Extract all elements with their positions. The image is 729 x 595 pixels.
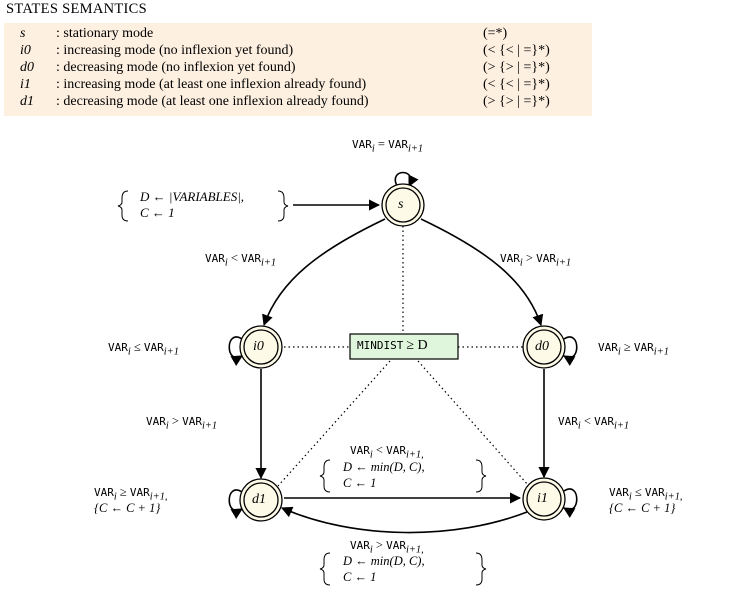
lower-left-brace <box>319 552 331 586</box>
i1-loop-arrow <box>563 488 578 518</box>
s-to-d0-arrow <box>420 218 544 327</box>
label-d1-to-i1-action-1: D ← min(D, C), <box>343 460 425 474</box>
s-to-i0-arrow <box>262 218 386 327</box>
legend-pattern: (< {< | =}*) <box>483 43 550 58</box>
label-i0-to-d1: VARi > VARi+1 <box>146 414 218 432</box>
label-d0-to-i1: VARi < VARi+1 <box>558 414 630 432</box>
init-left-brace <box>117 190 129 222</box>
legend-description: : stationary mode <box>56 26 154 41</box>
label-s-loop: VARi = VARi+1 <box>352 137 424 155</box>
legend-pattern: (=*) <box>483 26 508 41</box>
transition-arrows <box>228 171 578 534</box>
dotted-link-box-d1 <box>277 360 391 487</box>
init-line-2: C ← 1 <box>140 205 175 220</box>
init-line-1: D ← |VARIABLES|, <box>140 189 245 204</box>
legend-symbol: i0 <box>20 43 31 58</box>
d1-loop-arrow <box>228 489 243 519</box>
mindist-box <box>349 333 459 360</box>
state-label-i0: i0 <box>253 339 264 354</box>
legend-description: : increasing mode (at least one inflexio… <box>56 77 367 92</box>
upper-left-brace <box>319 459 331 493</box>
state-d0 <box>522 325 566 369</box>
label-s-to-d0: VARi > VARi+1 <box>500 251 572 269</box>
state-s <box>381 183 425 227</box>
legend-pattern: (< {< | =}*) <box>483 77 550 92</box>
label-d1-loop-action: {C ← C + 1} <box>94 501 161 515</box>
label-d1-loop: VARi ≥ VARi+1, <box>94 485 168 503</box>
legend-description: : increasing mode (no inflexion yet foun… <box>56 43 294 58</box>
state-label-s: s <box>398 197 404 212</box>
s-loop-arrow <box>394 171 419 188</box>
dotted-link-box-i1 <box>417 360 529 486</box>
legend-symbol: d0 <box>20 60 34 75</box>
dotted-links <box>277 226 529 487</box>
i0-loop-arrow <box>228 336 243 366</box>
lower-right-brace <box>475 552 487 586</box>
state-label-i1: i1 <box>537 491 548 506</box>
state-label-d1: d1 <box>252 492 266 507</box>
label-i1-to-d1-action-2: C ← 1 <box>343 570 377 584</box>
legend-symbol: i1 <box>20 77 31 92</box>
legend-pattern: (> {> | =}*) <box>483 60 550 75</box>
label-i1-to-d1: VARi > VARi+1, <box>350 538 424 556</box>
d0-loop-arrow <box>563 336 578 366</box>
legend-description: : decreasing mode (at least one inflexio… <box>56 94 369 109</box>
label-i1-loop: VARi ≤ VARi+1, <box>609 485 683 503</box>
legend-symbol: d1 <box>20 94 34 109</box>
legend-symbol: s <box>20 26 26 41</box>
label-d1-to-i1-action-2: C ← 1 <box>343 476 377 490</box>
legend-box: s : stationary mode (=*) i0 : increasing… <box>4 23 592 116</box>
label-i1-loop-action: {C ← C + 1} <box>609 501 676 515</box>
label-d1-to-i1: VARi < VARi+1, <box>350 443 424 461</box>
legend-pattern: (> {> | =}*) <box>483 94 550 109</box>
mindist-mono: MINDIST <box>357 339 404 352</box>
mindist-label: MINDIST≥ D <box>357 339 428 353</box>
state-d1 <box>239 478 283 522</box>
init-right-brace <box>277 190 289 222</box>
mindist-condition: ≥ D <box>406 338 428 353</box>
upper-right-brace <box>475 459 487 493</box>
label-i1-to-d1-action-1: D ← min(D, C), <box>343 554 425 568</box>
label-s-to-i0: VARi < VARi+1 <box>205 251 277 269</box>
label-i0-loop: VARi ≤ VARi+1 <box>108 340 179 358</box>
state-label-d0: d0 <box>535 339 549 354</box>
label-d0-loop: VARi ≥ VARi+1 <box>598 340 669 358</box>
legend-title: STATES SEMANTICS <box>6 1 148 17</box>
state-i1 <box>522 477 566 521</box>
state-i0 <box>239 325 283 369</box>
legend-description: : decreasing mode (no inflexion yet foun… <box>56 60 296 75</box>
i1-to-d1-arrow <box>280 506 528 534</box>
